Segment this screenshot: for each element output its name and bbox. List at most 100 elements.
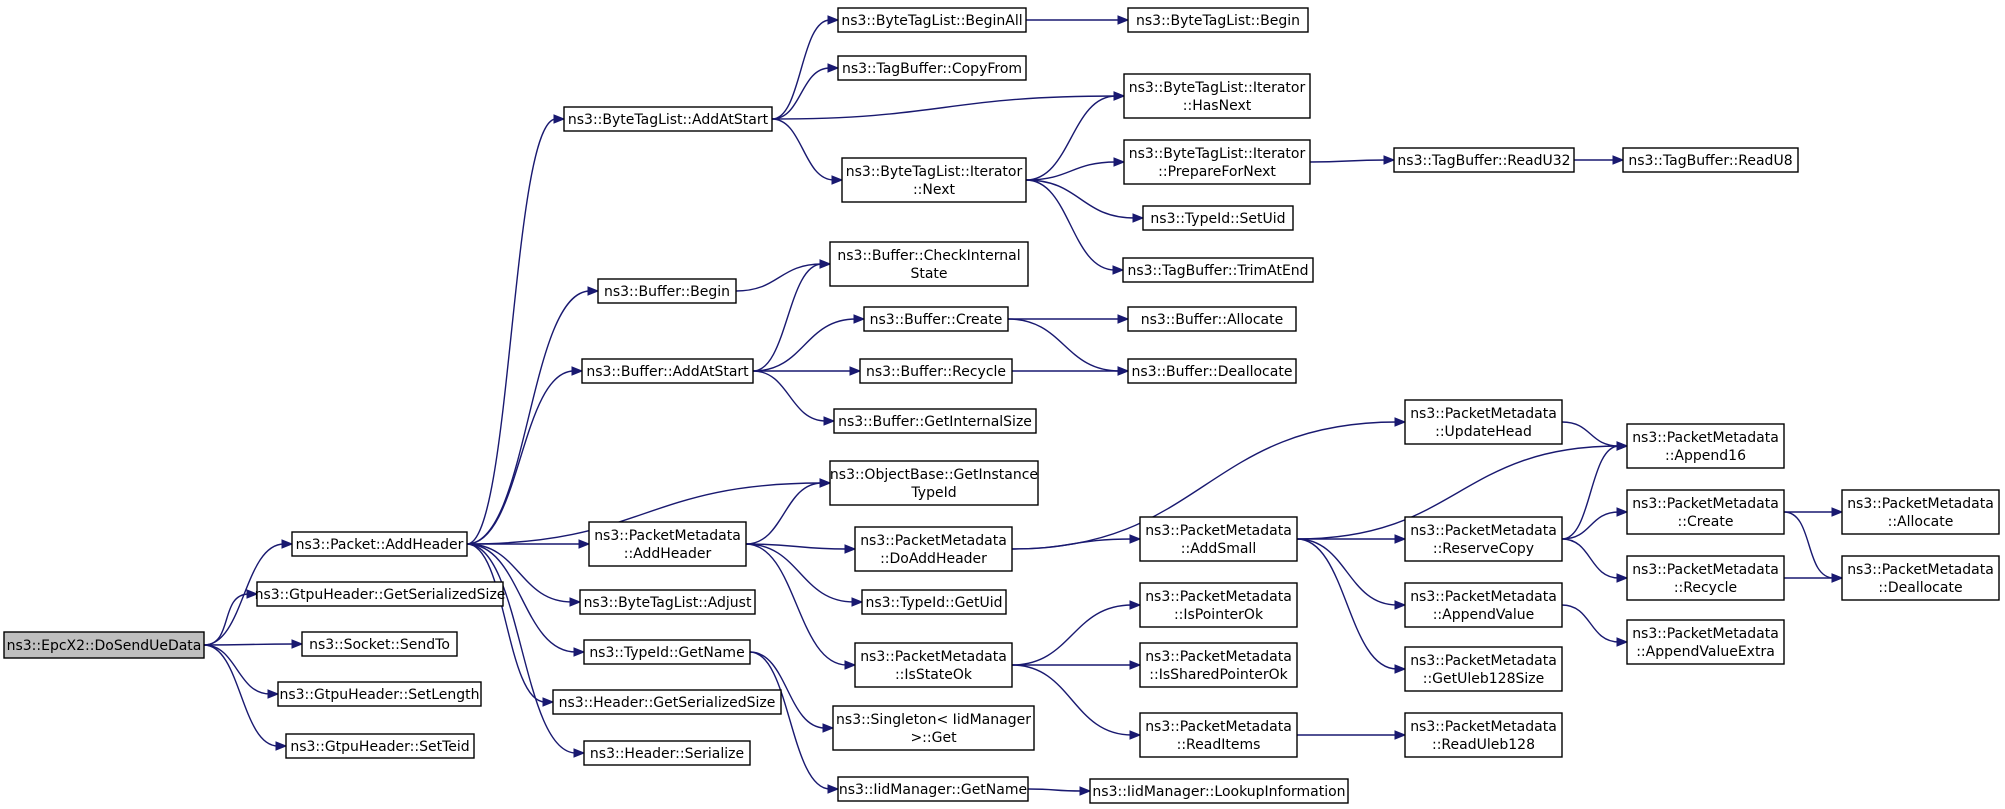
- function-node[interactable]: ns3::PacketMetadata::DoAddHeader: [854, 526, 1013, 572]
- arrowhead: [1117, 366, 1130, 376]
- node-label: ns3::TypeId::SetUid: [1150, 211, 1285, 227]
- function-node[interactable]: ns3::PacketMetadata::ReadUleb128: [1404, 712, 1563, 758]
- function-node[interactable]: ns3::PacketMetadata::Deallocate: [1841, 555, 2000, 601]
- node-box: [1404, 399, 1563, 445]
- function-node[interactable]: ns3::PacketMetadata::AppendValueExtra: [1626, 619, 1785, 665]
- function-node[interactable]: ns3::Buffer::AddAtStart: [581, 358, 754, 384]
- node-label: ns3::IidManager::LookupInformation: [1092, 784, 1345, 800]
- function-node[interactable]: ns3::PacketMetadata::IsPointerOk: [1139, 582, 1298, 628]
- function-node[interactable]: ns3::PacketMetadata::Allocate: [1841, 489, 2000, 535]
- function-node[interactable]: ns3::ByteTagList::AddAtStart: [563, 106, 773, 132]
- node-box: [1127, 7, 1309, 33]
- arrowhead: [819, 478, 832, 488]
- function-node[interactable]: ns3::GtpuHeader::SetTeid: [285, 733, 475, 759]
- function-node[interactable]: ns3::ByteTagList::Adjust: [579, 589, 756, 615]
- arrowhead: [1612, 155, 1625, 165]
- function-node[interactable]: ns3::Socket::SendTo: [301, 631, 458, 657]
- call-edge: [745, 482, 823, 545]
- function-node[interactable]: ns3::TagBuffer::ReadU32: [1393, 147, 1575, 173]
- arrowhead: [1117, 15, 1130, 25]
- function-node[interactable]: ns3::ByteTagList::Iterator::PrepareForNe…: [1123, 139, 1311, 185]
- function-node[interactable]: ns3::PacketMetadata::ReadItems: [1139, 712, 1298, 758]
- arrowhead: [1117, 314, 1130, 324]
- function-node[interactable]: ns3::TypeId::SetUid: [1142, 205, 1294, 231]
- arrowhead: [1831, 507, 1844, 517]
- arrowhead: [1079, 786, 1092, 796]
- function-node[interactable]: ns3::PacketMetadata::Append16: [1626, 423, 1785, 469]
- function-node[interactable]: ns3::Buffer::Allocate: [1127, 306, 1297, 332]
- node-label: ns3::PacketMetadata: [1632, 562, 1779, 578]
- function-node[interactable]: ns3::ByteTagList::Iterator::HasNext: [1123, 73, 1311, 119]
- node-label: ns3::Buffer::GetInternalSize: [838, 414, 1032, 430]
- function-node[interactable]: ns3::PacketMetadata::AddHeader: [588, 521, 747, 567]
- function-node[interactable]: ns3::TagBuffer::ReadU8: [1622, 147, 1799, 173]
- call-edge: [1561, 538, 1620, 579]
- call-edge: [466, 543, 546, 703]
- node-label: ns3::PacketMetadata: [1632, 496, 1779, 512]
- arrowhead: [573, 748, 586, 758]
- function-node[interactable]: ns3::TagBuffer::TrimAtEnd: [1122, 257, 1314, 283]
- function-node[interactable]: ns3::GtpuHeader::GetSerializedSize: [255, 581, 506, 607]
- node-box: [1139, 642, 1298, 688]
- node-label: ns3::PacketMetadata: [1632, 430, 1779, 446]
- function-node[interactable]: ns3::Buffer::Create: [863, 306, 1009, 332]
- function-node[interactable]: ns3::EpcX2::DoSendUeData: [3, 631, 205, 659]
- call-edge: [1027, 788, 1083, 792]
- call-edge: [1011, 604, 1133, 666]
- call-edge: [466, 543, 577, 653]
- node-label: ns3::Buffer::Create: [870, 312, 1003, 328]
- arrowhead: [1616, 573, 1629, 583]
- function-node[interactable]: ns3::Packet::AddHeader: [291, 531, 468, 557]
- function-node[interactable]: ns3::Buffer::Deallocate: [1127, 358, 1297, 384]
- function-node[interactable]: ns3::TagBuffer::CopyFrom: [837, 55, 1027, 81]
- node-box: [563, 106, 773, 132]
- node-label: ns3::Singleton< IidManager: [836, 712, 1031, 728]
- call-edge: [749, 651, 831, 790]
- node-box: [581, 358, 754, 384]
- function-node[interactable]: ns3::PacketMetadata::Create: [1626, 489, 1785, 535]
- function-node[interactable]: ns3::PacketMetadata::UpdateHead: [1404, 399, 1563, 445]
- node-label: ns3::ByteTagList::Iterator: [1129, 80, 1306, 96]
- function-node[interactable]: ns3::TypeId::GetUid: [861, 589, 1007, 615]
- function-node[interactable]: ns3::Header::GetSerializedSize: [552, 689, 782, 715]
- arrowhead: [1129, 600, 1142, 610]
- function-node[interactable]: ns3::Buffer::GetInternalSize: [833, 408, 1037, 434]
- node-label: ns3::ObjectBase::GetInstance: [830, 467, 1038, 483]
- node-box: [285, 733, 475, 759]
- function-node[interactable]: ns3::IidManager::LookupInformation: [1089, 778, 1349, 804]
- function-node[interactable]: ns3::PacketMetadata::AppendValue: [1404, 582, 1563, 628]
- function-node[interactable]: ns3::ByteTagList::Iterator::Next: [841, 157, 1027, 203]
- call-edge: [1025, 161, 1117, 181]
- function-node[interactable]: ns3::PacketMetadata::AddSmall: [1139, 516, 1298, 562]
- function-node[interactable]: ns3::PacketMetadata::IsSharedPointerOk: [1139, 642, 1298, 688]
- call-edge: [1011, 538, 1133, 550]
- arrowhead: [246, 589, 259, 599]
- call-edge: [203, 644, 279, 747]
- function-node[interactable]: ns3::GtpuHeader::SetLength: [277, 681, 482, 707]
- node-box: [1622, 147, 1799, 173]
- function-node[interactable]: ns3::Header::Serialize: [583, 740, 751, 766]
- edges-layer: [203, 15, 1844, 796]
- node-label: ::AddHeader: [624, 546, 712, 562]
- node-label: ::HasNext: [1183, 98, 1252, 114]
- function-node[interactable]: ns3::Buffer::Recycle: [859, 358, 1013, 384]
- function-node[interactable]: ns3::Singleton< IidManager>::Get: [832, 705, 1035, 751]
- node-box: [837, 7, 1027, 33]
- call-edge: [1296, 538, 1398, 670]
- function-node[interactable]: ns3::ByteTagList::BeginAll: [837, 7, 1027, 33]
- function-node[interactable]: ns3::PacketMetadata::Recycle: [1626, 555, 1785, 601]
- node-label: ::Next: [913, 182, 956, 198]
- function-node[interactable]: ns3::PacketMetadata::GetUleb128Size: [1404, 646, 1563, 692]
- arrowhead: [573, 647, 586, 657]
- function-node[interactable]: ns3::Buffer::Begin: [597, 278, 737, 304]
- function-node[interactable]: ns3::PacketMetadata::ReserveCopy: [1404, 516, 1563, 562]
- node-box: [863, 306, 1009, 332]
- function-node[interactable]: ns3::ByteTagList::Begin: [1127, 7, 1309, 33]
- function-node[interactable]: ns3::TypeId::GetName: [583, 639, 751, 665]
- function-node[interactable]: ns3::PacketMetadata::IsStateOk: [854, 642, 1013, 688]
- function-node[interactable]: ns3::IidManager::GetName: [837, 776, 1029, 802]
- node-label: ns3::PacketMetadata: [1410, 719, 1557, 735]
